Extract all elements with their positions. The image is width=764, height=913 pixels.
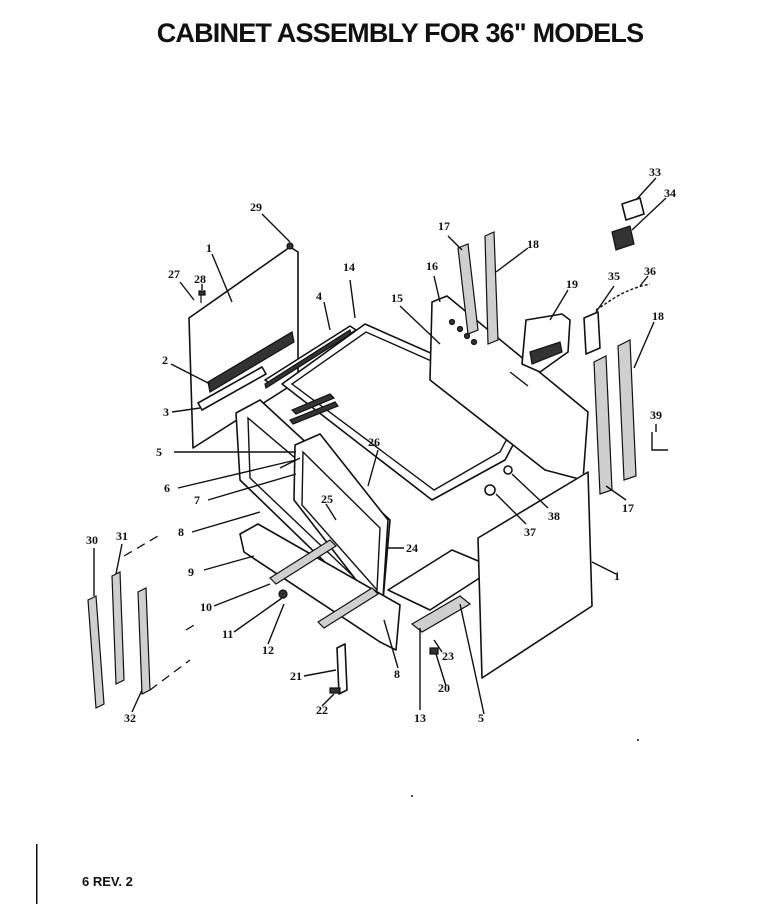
callout-33: 33	[649, 165, 661, 179]
callout-18: 18	[527, 237, 539, 251]
trim-alignment-dash	[123, 535, 159, 557]
callout-16: 16	[426, 259, 438, 273]
callout-39: 39	[650, 408, 662, 422]
callout-5b: 5	[478, 711, 484, 725]
part-kick-plate	[239, 523, 401, 651]
callout-25: 25	[321, 492, 333, 506]
part-bracket-39	[651, 432, 668, 451]
callout-26: 26	[368, 435, 380, 449]
part-clip-29	[286, 242, 294, 250]
callout-24: 24	[406, 541, 418, 555]
callout-12: 12	[262, 643, 274, 657]
part-side-post-rear	[617, 339, 637, 481]
parts-layer	[87, 197, 668, 709]
callout-8b: 8	[394, 667, 400, 681]
callout-36: 36	[644, 264, 656, 278]
callout-35: 35	[608, 269, 620, 283]
callout-10: 10	[200, 600, 212, 614]
callout-20: 20	[438, 681, 450, 695]
callouts: 1 29 27 28 2 3 4 14 15 16 17 18 19 33 34…	[86, 165, 676, 725]
callout-30: 30	[86, 533, 98, 547]
callout-5: 5	[156, 445, 162, 459]
callout-21: 21	[290, 669, 302, 683]
part-trim-strip-32	[137, 587, 151, 695]
scan-specks	[36, 739, 639, 904]
callout-3: 3	[163, 405, 169, 419]
part-broiler-rail	[269, 539, 337, 585]
part-back-post-right	[484, 231, 499, 345]
callout-1b: 1	[614, 569, 620, 583]
part-leveling-leg	[336, 643, 348, 695]
callout-18b: 18	[652, 309, 664, 323]
callout-6: 6	[164, 481, 170, 495]
part-side-bracket	[207, 331, 295, 393]
part-oven-rack	[290, 393, 336, 415]
callout-7: 7	[194, 493, 200, 507]
part-rail-bolt	[278, 589, 288, 599]
callout-22: 22	[316, 703, 328, 717]
callout-31: 31	[116, 529, 128, 543]
part-burner-box	[521, 313, 571, 373]
callout-17: 17	[438, 219, 450, 233]
part-bottom-brace	[410, 595, 472, 633]
callout-28: 28	[194, 272, 206, 286]
part-side-post-front	[593, 355, 613, 495]
part-wire-harness	[595, 283, 651, 311]
callout-29: 29	[250, 200, 262, 214]
callout-34: 34	[664, 186, 676, 200]
callout-17b: 17	[622, 501, 634, 515]
part-fastener	[484, 484, 496, 496]
part-right-side-panel	[477, 471, 593, 679]
callout-8: 8	[178, 525, 184, 539]
part-screw-28	[198, 290, 206, 303]
callout-19: 19	[566, 277, 578, 291]
callout-2: 2	[162, 353, 168, 367]
callout-37: 37	[524, 525, 536, 539]
callout-23: 23	[442, 649, 454, 663]
callout-27: 27	[168, 267, 180, 281]
leader-lines	[93, 177, 667, 715]
callout-15: 15	[391, 291, 403, 305]
part-trim-strip-30	[87, 595, 105, 709]
callout-11: 11	[222, 627, 233, 641]
callout-38: 38	[548, 509, 560, 523]
callout-4: 4	[316, 289, 322, 303]
revision-label: 6 REV. 2	[82, 874, 133, 889]
part-side-bracket-flange	[197, 366, 267, 411]
callout-1: 1	[206, 241, 212, 255]
callout-13: 13	[414, 711, 426, 725]
callout-14: 14	[343, 260, 355, 274]
page-title: CABINET ASSEMBLY FOR 36" MODELS	[156, 18, 644, 48]
part-trim-strip-31	[111, 571, 125, 685]
part-back-post-left	[457, 243, 479, 335]
part-control-module	[621, 197, 645, 221]
callout-32: 32	[124, 711, 136, 725]
callout-9: 9	[188, 565, 194, 579]
